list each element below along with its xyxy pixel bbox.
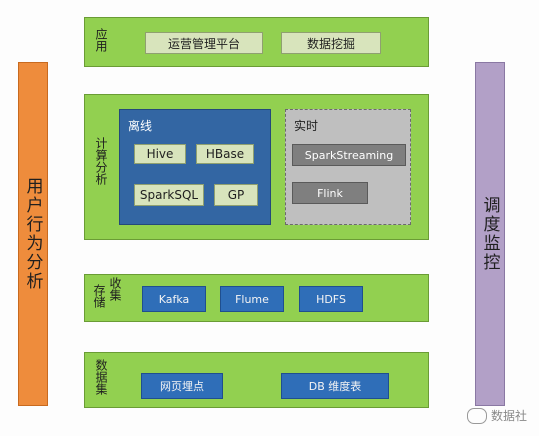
data-source-layer: 数据集 网页埋点 DB 维度表 [84, 352, 429, 408]
watermark-text: 数据社 [490, 409, 527, 423]
user-behavior-analysis-label: 用户行为分析 [22, 177, 43, 291]
scheduling-monitoring-label: 调度监控 [479, 196, 500, 272]
data-source-label: 数据集 [94, 359, 108, 395]
flume-box: Flume [220, 286, 284, 312]
sparksql-box: SparkSQL [134, 184, 204, 206]
application-layer: 应用 运营管理平台 数据挖掘 [84, 17, 429, 67]
offline-group: 离线 Hive HBase SparkSQL GP [119, 109, 271, 225]
flink-box: Flink [292, 182, 368, 204]
data-mining-box: 数据挖掘 [281, 32, 381, 54]
kafka-box: Kafka [142, 286, 206, 312]
collection-storage-layer: 存储 收集 Kafka Flume HDFS [84, 274, 429, 322]
realtime-group: 实时 SparkStreaming Flink [285, 109, 411, 225]
collection-label: 收集 [108, 277, 122, 301]
sparkstreaming-box: SparkStreaming [292, 144, 406, 166]
hive-box: Hive [134, 144, 186, 164]
hbase-box: HBase [196, 144, 254, 164]
realtime-group-title: 实时 [294, 119, 319, 133]
watermark: 数据社 [466, 407, 527, 424]
compute-layer-label: 计算分析 [94, 137, 108, 185]
scheduling-monitoring-pillar: 调度监控 [475, 62, 505, 406]
wechat-icon [466, 407, 487, 424]
gp-box: GP [214, 184, 258, 206]
storage-label: 存储 [92, 284, 106, 308]
hdfs-box: HDFS [299, 286, 363, 312]
offline-group-title: 离线 [128, 119, 153, 133]
web-tracking-box: 网页埋点 [141, 373, 223, 399]
ops-platform-box: 运营管理平台 [145, 32, 263, 54]
user-behavior-analysis-pillar: 用户行为分析 [18, 62, 48, 406]
db-dimension-table-box: DB 维度表 [281, 373, 389, 399]
application-layer-label: 应用 [94, 28, 108, 52]
compute-layer: 计算分析 离线 Hive HBase SparkSQL GP 实时 SparkS… [84, 94, 429, 240]
